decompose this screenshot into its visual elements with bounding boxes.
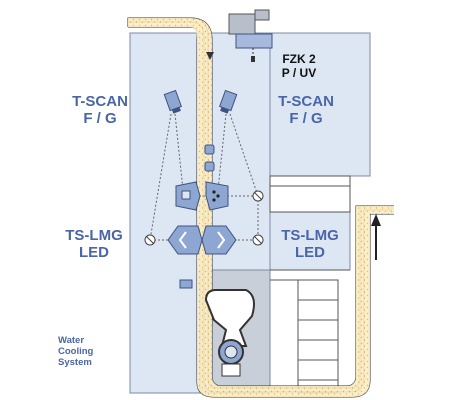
tscan-left-line1: T-SCAN (72, 93, 128, 110)
water-line1: Water (58, 335, 85, 346)
motor-icon (228, 9, 273, 62)
tscan-right-label: T-SCAN F / G (274, 93, 338, 128)
camera-icon (163, 89, 183, 114)
tslmg-left-label: TS-LMG LED (60, 227, 128, 262)
camera-icon (218, 89, 238, 114)
led-head-icon (175, 181, 229, 211)
tslmg-right-label: TS-LMG LED (276, 227, 344, 262)
cyclone-separator-icon (204, 289, 255, 377)
flow-arrow-icon (371, 214, 381, 260)
fzk-label: FZK 2 P / UV (275, 52, 323, 81)
upper-right-panel (269, 32, 371, 177)
tscan-right-line1: T-SCAN (278, 93, 334, 110)
tslmg-left-line2: LED (79, 244, 109, 262)
water-line2: Cooling (58, 345, 94, 357)
tslmg-right-line2: LED (295, 244, 325, 262)
water-line3: System (58, 356, 92, 368)
led-head-icon (167, 225, 237, 255)
sensor-icon (144, 190, 264, 246)
tslmg-right-line1: TS-LMG (281, 227, 339, 244)
fzk-line2: P / UV (281, 65, 317, 80)
tscan-left-label: T-SCAN F / G (70, 93, 130, 128)
water-cooling-label: Water Cooling System (58, 335, 118, 369)
duct-arrow-top (206, 52, 214, 60)
sensor-icon (204, 144, 215, 155)
sensor-icon (179, 279, 193, 289)
tslmg-left-line1: TS-LMG (65, 227, 123, 244)
tscan-right-line2: F / G (289, 110, 323, 128)
stand-frame (269, 175, 351, 394)
fzk-line1: FZK 2 (282, 52, 316, 66)
sensor-icon (204, 161, 215, 172)
tscan-left-line2: F / G (83, 110, 117, 128)
